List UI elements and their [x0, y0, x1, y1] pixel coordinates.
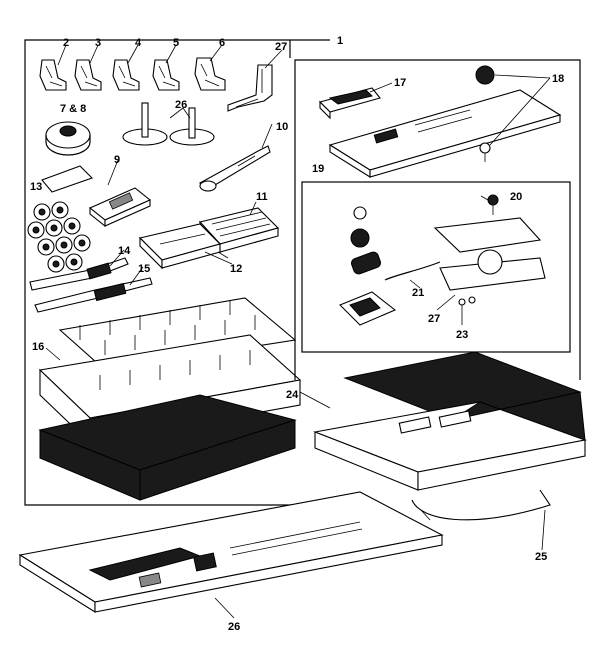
cam-disc: [318, 87, 381, 120]
callout-17: 17: [394, 77, 406, 89]
attachment-box-lid: [38, 394, 297, 501]
callout-7-8: 7 & 8: [60, 103, 86, 115]
callout-2: 2: [63, 37, 69, 49]
presser-feet: [39, 57, 273, 112]
callout-14: 14: [118, 245, 131, 257]
callout-23: 23: [456, 329, 468, 341]
callout-26-spool: 26: [175, 99, 187, 111]
sewing-case: [312, 351, 588, 521]
callout-19: 19: [312, 163, 324, 175]
callout-1: 1: [337, 35, 343, 47]
mechanism-box: [301, 181, 571, 353]
right-panel: [294, 59, 581, 380]
callout-10: 10: [276, 121, 288, 133]
callout-11: 11: [256, 191, 268, 203]
callout-5: 5: [173, 37, 179, 49]
callout-16: 16: [32, 341, 44, 353]
callout-25: 25: [535, 551, 547, 563]
spool-pins: [122, 102, 215, 146]
callout-4: 4: [135, 37, 142, 49]
seam-ripper: [29, 257, 129, 291]
callout-26-plate: 26: [228, 621, 240, 633]
bobbin-case: [45, 121, 91, 156]
feed-mechanism: [339, 194, 546, 326]
screwdriver-large: [198, 123, 273, 192]
callout-15: 15: [138, 263, 150, 275]
callout-3: 3: [95, 37, 101, 49]
callout-21: 21: [412, 287, 424, 299]
callout-9: 9: [114, 154, 120, 166]
callout-labels: 1 2 3 4 5 6 27 7 & 8 26 10 9 13 11 12 14…: [30, 35, 564, 633]
screwdriver-small: [34, 277, 153, 313]
callout-6: 6: [219, 37, 225, 49]
left-panel: [24, 39, 330, 506]
throat-plate: [328, 65, 562, 178]
callout-27-top: 27: [275, 41, 287, 53]
callout-18: 18: [552, 73, 564, 85]
callout-20: 20: [510, 191, 522, 203]
bobbins: [27, 201, 91, 273]
callout-24: 24: [286, 389, 299, 401]
leader-lines: [45, 44, 551, 619]
callout-27-mech: 27: [428, 313, 440, 325]
needle-pack: [41, 165, 152, 228]
callout-13: 13: [30, 181, 42, 193]
instruction-plate: [18, 491, 444, 613]
callout-12: 12: [230, 263, 242, 275]
needle-case-12: [138, 223, 229, 270]
